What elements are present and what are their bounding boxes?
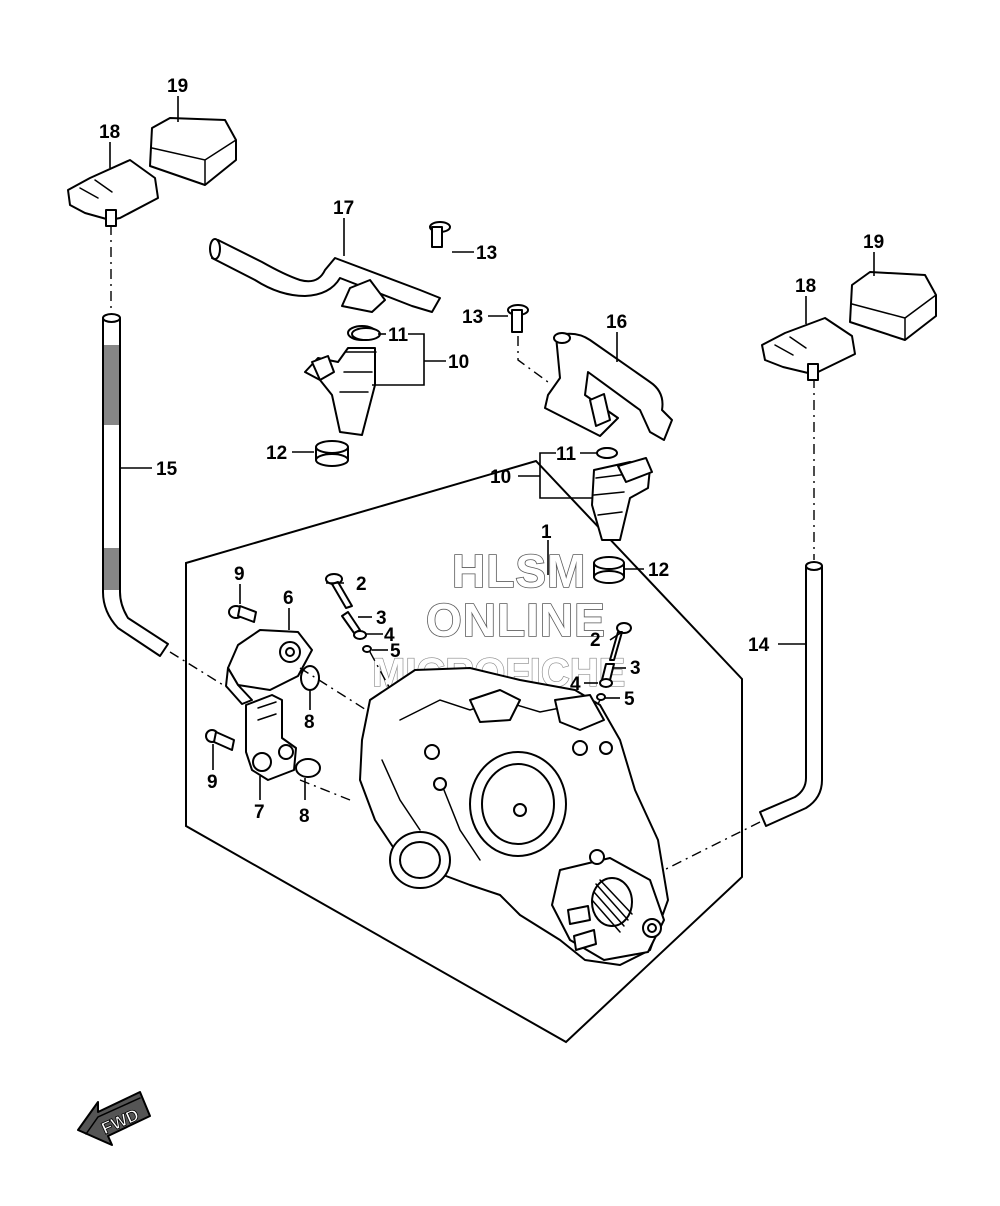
callout-2-left: 2 (356, 574, 367, 595)
fwd-arrow-icon (77, 1091, 151, 1146)
callout-3-right: 3 (630, 658, 641, 679)
callout-leaders (109, 96, 875, 800)
cushion-12-left (315, 440, 349, 467)
callout-11-right: 11 (556, 444, 577, 465)
hose-14-to-body-line (659, 821, 761, 873)
callout-16: 16 (606, 312, 627, 333)
callout-10-left: 10 (448, 352, 469, 373)
bolt-13-lower-line (517, 336, 549, 383)
callout-18-left: 18 (99, 122, 120, 143)
callout-4-right: 4 (570, 674, 581, 695)
callout-4-left: 4 (384, 625, 395, 646)
throttle-sensor-6 (225, 629, 313, 705)
callout-9-upper: 9 (234, 564, 245, 585)
hose-14 (759, 561, 823, 827)
bolt-13-lower (507, 304, 529, 333)
watermark-line2: ONLINE (426, 594, 606, 646)
callout-18-right: 18 (795, 276, 816, 297)
adjust-screw-set-right (596, 622, 632, 701)
callout-2-right: 2 (590, 630, 601, 651)
callout-13-lower: 13 (462, 307, 483, 328)
callout-7: 7 (254, 802, 265, 823)
throttle-body-1 (359, 667, 669, 966)
callout-12-left: 12 (266, 443, 287, 464)
callout-15: 15 (156, 459, 178, 480)
sensor-7-to-body-line (299, 779, 351, 801)
callout-1: 1 (541, 522, 552, 543)
callout-6: 6 (283, 588, 294, 609)
callout-8-lower: 8 (299, 806, 310, 827)
callout-19-right: 19 (863, 232, 884, 253)
map-sensor-18-right (761, 317, 856, 381)
callout-10-right: 10 (490, 467, 511, 488)
sensor-7 (245, 694, 297, 781)
callout-14: 14 (748, 635, 770, 656)
callout-19-left: 19 (167, 76, 188, 97)
callout-17: 17 (333, 198, 354, 219)
adjust-screw-set-left (325, 573, 372, 653)
bolt-9-upper (228, 605, 257, 623)
injector-10-right (591, 447, 653, 541)
injector-10-left (304, 325, 377, 436)
assembly-outline (185, 459, 743, 1044)
callout-3-left: 3 (376, 608, 387, 629)
coupler-cover-19-right (849, 271, 937, 341)
o-ring-8-lower (295, 758, 321, 778)
hose-15-to-body-line (169, 651, 229, 689)
cushion-12-right (593, 556, 625, 584)
bolt-9-lower (205, 729, 235, 751)
callout-8-upper: 8 (304, 712, 315, 733)
callout-5-right: 5 (624, 689, 635, 710)
fuel-pipe-16 (544, 332, 673, 441)
coupler-cover-19-left (149, 117, 237, 186)
fuel-pipe-17 (209, 238, 441, 313)
callout-13-upper: 13 (476, 243, 497, 264)
callout-12-right: 12 (648, 560, 669, 581)
bolt-13-upper (429, 221, 451, 248)
callout-11-left: 11 (388, 325, 409, 346)
o-ring-11-right (596, 447, 618, 459)
callout-5-left: 5 (390, 641, 401, 662)
callout-9-lower: 9 (207, 772, 218, 793)
map-sensor-18-left (67, 159, 159, 227)
watermark-line1: HLSM (452, 545, 586, 597)
o-ring-11-left (351, 327, 381, 341)
hose-15 (102, 313, 169, 657)
